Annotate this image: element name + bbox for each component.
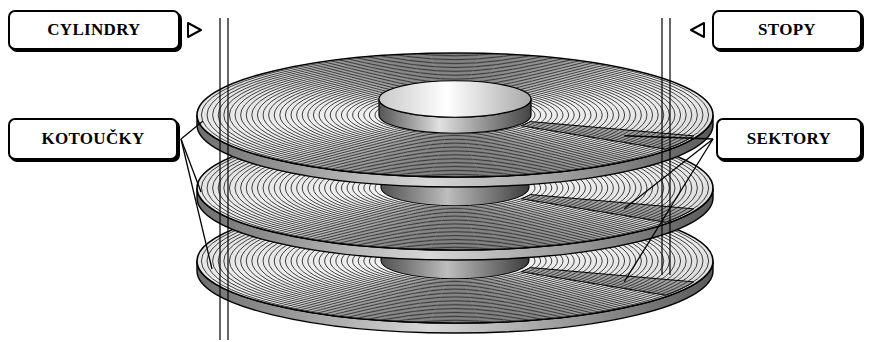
platter bbox=[197, 53, 713, 187]
label-text: CYLINDRY bbox=[47, 20, 140, 40]
track-ring bbox=[229, 61, 680, 169]
track-ring bbox=[201, 54, 708, 176]
sector-track bbox=[661, 281, 688, 294]
cylinder-line bbox=[219, 18, 220, 340]
sector-track bbox=[586, 128, 604, 136]
track-ring bbox=[235, 62, 675, 168]
sector-track bbox=[554, 198, 567, 204]
leader-line bbox=[624, 139, 713, 282]
hub-top bbox=[379, 81, 531, 118]
sector-track bbox=[572, 200, 588, 207]
sector-track bbox=[568, 126, 583, 133]
sector-track bbox=[661, 208, 688, 221]
sector-track bbox=[656, 281, 683, 294]
sector-track bbox=[651, 280, 677, 292]
sector-track bbox=[577, 273, 593, 281]
sector-track bbox=[586, 274, 604, 282]
label-text: KOTOUČKY bbox=[41, 129, 144, 149]
leader-line bbox=[624, 136, 713, 139]
sector-track bbox=[582, 201, 599, 209]
sector-track bbox=[554, 271, 567, 277]
platter-surface bbox=[197, 53, 713, 177]
sector-track bbox=[577, 200, 593, 208]
leader-line bbox=[624, 139, 713, 209]
track-ring bbox=[218, 58, 692, 172]
sector-track bbox=[582, 128, 599, 136]
sector-track bbox=[568, 199, 583, 206]
label-text: SEKTORY bbox=[747, 129, 831, 149]
label-box: STOPY bbox=[712, 10, 862, 50]
sector-track bbox=[554, 125, 567, 131]
track-ring bbox=[246, 65, 664, 165]
track-ring bbox=[297, 77, 614, 153]
track-ring bbox=[308, 80, 602, 151]
sector-track bbox=[540, 123, 551, 128]
sector-track bbox=[545, 124, 557, 130]
sector-track bbox=[572, 127, 588, 134]
leader-line bbox=[181, 121, 203, 139]
sector-track bbox=[558, 198, 572, 205]
label-box: KOTOUČKY bbox=[8, 118, 178, 160]
pointer-triangle bbox=[691, 23, 704, 37]
label-text: STOPY bbox=[758, 20, 816, 40]
track-ring bbox=[252, 66, 658, 164]
sector-track bbox=[665, 282, 693, 295]
track-ring bbox=[291, 76, 619, 155]
track-ring bbox=[285, 74, 624, 156]
sector-track bbox=[540, 269, 551, 274]
sector-track bbox=[563, 199, 577, 206]
sector-track bbox=[563, 272, 577, 279]
sector-wedge bbox=[521, 195, 693, 223]
track-ring bbox=[280, 73, 630, 157]
track-ring bbox=[213, 57, 698, 174]
sector-track bbox=[549, 197, 562, 203]
pointer-triangle bbox=[188, 23, 201, 37]
track-ring bbox=[302, 78, 608, 151]
track-ring bbox=[224, 59, 686, 170]
sector-track bbox=[582, 274, 599, 282]
cylinder-line bbox=[661, 18, 662, 275]
sector-track bbox=[558, 271, 572, 278]
sector-track bbox=[577, 127, 593, 135]
sector-track bbox=[563, 126, 577, 133]
sector-track bbox=[545, 270, 557, 276]
sector-track bbox=[540, 196, 551, 201]
track-ring bbox=[269, 70, 642, 160]
sector-track bbox=[549, 270, 562, 276]
sector-track bbox=[549, 124, 562, 130]
leader-line bbox=[181, 139, 212, 269]
track-ring bbox=[257, 68, 652, 163]
label-box: CYLINDRY bbox=[8, 10, 180, 50]
sector-track bbox=[572, 273, 588, 280]
track-ring bbox=[263, 69, 647, 161]
sector-track bbox=[545, 197, 557, 203]
sector-wedge bbox=[521, 122, 693, 150]
track-ring bbox=[241, 63, 670, 166]
leader-line bbox=[181, 139, 201, 192]
cylinder-line bbox=[669, 18, 670, 275]
sector-track bbox=[586, 201, 604, 209]
sector-track bbox=[568, 272, 583, 279]
track-ring bbox=[274, 72, 636, 159]
label-box: SEKTORY bbox=[716, 118, 862, 160]
sector-track bbox=[558, 125, 572, 132]
track-ring bbox=[313, 81, 596, 149]
cylinder-line bbox=[227, 18, 228, 340]
sector-wedge bbox=[521, 268, 693, 296]
track-ring bbox=[207, 55, 703, 174]
